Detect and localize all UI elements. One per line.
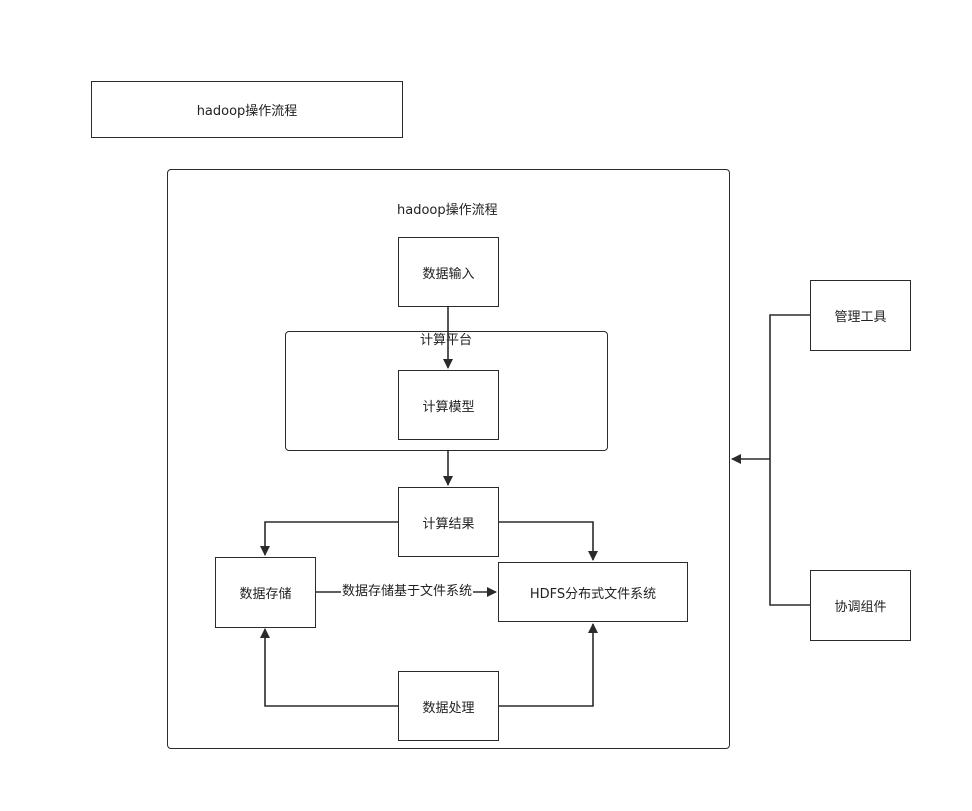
node-data-storage: 数据存储 [215,557,316,628]
node-hdfs: HDFS分布式文件系统 [498,562,688,622]
node-data-processing-label: 数据处理 [422,700,475,716]
node-coordination-components-label: 协调组件 [834,600,887,615]
node-data-input-label: 数据输入 [422,266,475,282]
diagram-title-box: hadoop操作流程 [91,81,403,138]
compute-platform-container [285,331,608,451]
edge-processing-to-hdfs [498,623,598,707]
node-data-processing: 数据处理 [398,671,499,741]
node-coordination-components: 协调组件 [810,570,911,641]
node-data-input: 数据输入 [398,237,499,307]
node-hdfs-label: HDFS分布式文件系统 [529,586,657,602]
edge-label-storage-to-hdfs: 数据存储基于文件系统 [341,584,474,600]
node-compute-result-label: 计算结果 [422,516,475,532]
node-management-tools: 管理工具 [810,280,911,351]
node-compute-model: 计算模型 [398,370,499,440]
node-data-storage-label: 数据存储 [239,587,292,602]
edge-processing-to-storage [260,628,398,707]
node-compute-model-label: 计算模型 [422,399,475,415]
platform-group-title: 计算平台 [420,333,473,348]
edge-mgmt-branch [769,314,810,606]
node-management-tools-label: 管理工具 [834,310,887,325]
node-compute-result: 计算结果 [398,487,499,557]
edge-result-to-storage [260,521,398,556]
edge-result-to-hdfs [498,521,598,561]
main-group-title: hadoop操作流程 [397,203,498,218]
main-process-container [167,169,730,749]
diagram-title-text: hadoop操作流程 [196,104,298,119]
